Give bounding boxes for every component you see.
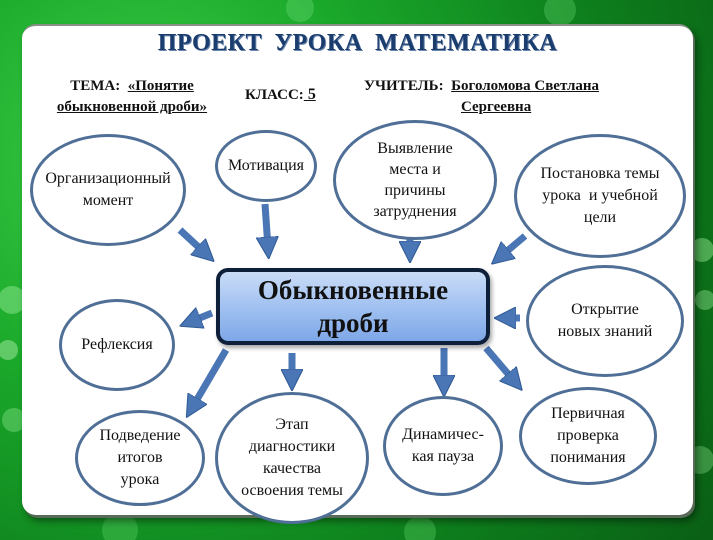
central-topic-line2: дроби xyxy=(317,307,389,338)
stage-motivation: Мотивация xyxy=(215,130,317,202)
arrow-motivation-to-center xyxy=(265,203,268,248)
stage-text: качества xyxy=(262,460,322,477)
stage-text: Открытие xyxy=(571,301,639,318)
class-block: КЛАСС: 5 xyxy=(245,84,316,106)
class-label: КЛАСС: xyxy=(245,87,304,103)
stage-reflection: Рефлексия xyxy=(59,299,175,391)
stage-text: затруднения xyxy=(373,203,457,220)
slide-title: ПРОЕКТ УРОКА МАТЕМАТИКА xyxy=(157,30,558,56)
topic-value-line1: «Понятие xyxy=(127,78,194,94)
teacher-value-line2: Сергеевна xyxy=(461,99,532,115)
stage-dynamic-pause: Динамичес-кая пауза xyxy=(383,396,503,496)
arrow-center-to-primary-check xyxy=(483,345,515,382)
stage-text: Мотивация xyxy=(227,157,305,174)
teacher-block: УЧИТЕЛЬ: Боголомова Светлана Сергеевна xyxy=(364,76,654,118)
stage-text: урока и учебной xyxy=(542,187,658,204)
class-value: 5 xyxy=(303,86,316,103)
stage-text: Первичная xyxy=(551,405,625,422)
stage-text: Постановка темы xyxy=(540,165,660,182)
stage-text: Организационный xyxy=(45,170,171,187)
stage-text: Рефлексия xyxy=(81,336,153,353)
stage-text: освоения темы xyxy=(241,482,343,499)
arrow-center-to-reflection xyxy=(190,313,214,322)
stage-new-knowledge: Открытие новых знаний xyxy=(526,265,684,377)
stage-text: момент xyxy=(82,192,134,209)
stage-goal: Постановка темы урока и учебной цели xyxy=(514,134,686,258)
stage-text: Динамичес- xyxy=(402,426,484,443)
stage-difficulty: Выявление места и причины затруднения xyxy=(333,120,497,240)
stage-text: урока xyxy=(120,471,160,488)
stage-primary-check: Первичная проверка понимания xyxy=(519,387,657,485)
topic-label: ТЕМА: xyxy=(70,78,121,94)
stage-text: места и xyxy=(389,161,441,178)
stage-text: проверка xyxy=(557,427,619,444)
stage-text: новых знаний xyxy=(557,323,653,340)
teacher-value-line1: Боголомова Светлана xyxy=(451,78,600,94)
stage-diagnostics: Этап диагностики качества освоения темы xyxy=(215,392,369,524)
arrow-center-to-summary xyxy=(192,348,230,408)
stage-text: Выявление xyxy=(377,140,453,157)
stage-text: кая пауза xyxy=(411,448,475,465)
stage-text: Этап xyxy=(275,416,309,433)
stage-text: понимания xyxy=(550,449,626,466)
stage-text: цели xyxy=(583,209,617,226)
stage-text: Подведение xyxy=(99,427,181,444)
central-topic-line1: Обыкновенные xyxy=(257,274,449,305)
stage-text: итогов xyxy=(117,449,163,466)
topic-block: ТЕМА: «Понятие обыкновенной дроби» xyxy=(32,76,232,118)
stage-text: диагностики xyxy=(248,438,336,455)
arrow-goal-to-center xyxy=(500,233,528,257)
arrow-org-to-center xyxy=(177,227,206,254)
stage-summary: Подведение итогов урока xyxy=(75,410,205,506)
teacher-label: УЧИТЕЛЬ: xyxy=(364,78,444,94)
stage-org-moment: Организационный момент xyxy=(30,134,186,246)
stage-text: причины xyxy=(384,182,446,199)
topic-value-line2: обыкновенной дроби» xyxy=(56,99,208,115)
